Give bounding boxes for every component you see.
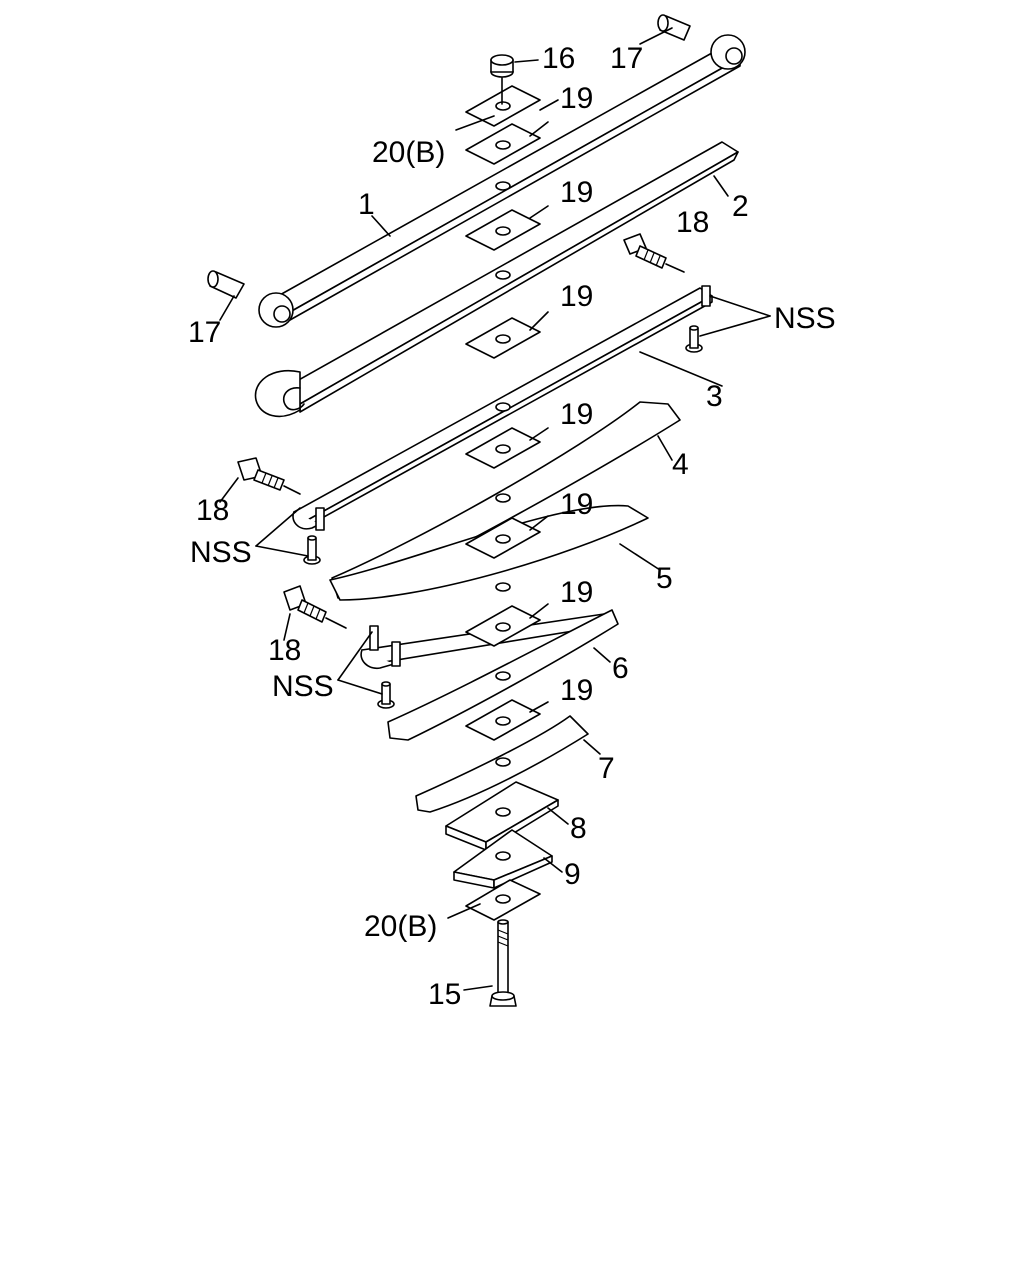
leaf-7 [415,715,589,813]
label-3: 3 [706,380,723,413]
bushing-17-upper [657,14,691,41]
label-20b-lower: 20(B) [364,910,437,943]
bolt-18-left [237,457,301,495]
label-20b-upper: 20(B) [372,136,445,169]
leaf-2 [254,141,739,418]
label-9: 9 [564,858,581,891]
label-2: 2 [732,190,749,223]
label-18-lower: 18 [268,634,301,667]
rivet-nss-left [303,535,321,565]
label-nss-left: NSS [190,536,252,569]
leaf-6 [387,609,619,741]
rivet-nss-right [685,325,703,353]
label-5: 5 [656,562,673,595]
spacer-20b-lower [465,879,541,921]
label-19-b: 19 [560,176,593,209]
label-18-left: 18 [196,494,229,527]
label-19-d: 19 [560,398,593,431]
spacer-19-group [465,123,541,741]
label-19-c: 19 [560,280,593,313]
labels: 16 17 19 20(B) 19 2 1 18 19 NSS 17 3 19 … [188,42,836,1011]
bolt-18-right [623,233,685,273]
label-17-left: 17 [188,316,221,349]
label-7: 7 [598,752,615,785]
label-19-f: 19 [560,576,593,609]
label-18-right: 18 [676,206,709,239]
bolt-18-lower [283,585,347,629]
leaf-3 [292,285,713,531]
spacer-20b-upper [465,85,541,127]
label-4: 4 [672,448,689,481]
nut-16 [490,54,514,105]
label-15: 15 [428,978,461,1011]
label-19-g: 19 [560,674,593,707]
rivet-nss-lower [377,681,395,709]
label-nss-lower: NSS [272,670,334,703]
label-6: 6 [612,652,629,685]
label-19-e: 19 [560,488,593,521]
center-bolt-15 [489,919,517,1007]
label-1: 1 [358,188,375,221]
label-16: 16 [542,42,575,75]
leader-lines [219,27,771,991]
label-17-upper: 17 [610,42,643,75]
label-19-a: 19 [560,82,593,115]
main-leaf-1 [258,34,746,328]
label-8: 8 [570,812,587,845]
bushing-17-left [207,270,245,299]
label-nss-right: NSS [774,302,836,335]
